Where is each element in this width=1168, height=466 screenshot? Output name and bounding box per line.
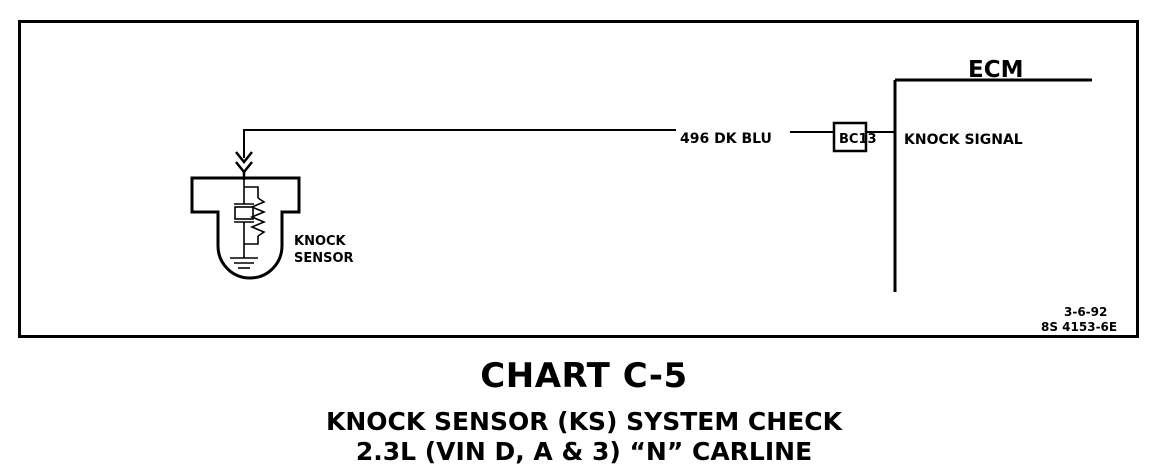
sensor-internal-circuit [234,180,267,258]
ecm-title: ECM [968,57,1023,83]
chart-subtitle-line2: 2.3L (VIN D, A & 3) “N” CARLINE [355,437,813,466]
pin-function-label: KNOCK SIGNAL [904,132,1023,148]
sensor-label-line1: KNOCK [294,234,347,249]
chart-subtitle-line1: KNOCK SENSOR (KS) SYSTEM CHECK [325,407,842,436]
chart-title: CHART C-5 [480,356,688,396]
connector-pin-box [832,121,868,153]
date-stamp: 3-6-92 [1064,305,1107,319]
ground-icon [230,257,258,269]
connector-pin-label: BC13 [839,132,877,147]
ecm-boundary [893,78,1092,292]
knock-sensor-icon [190,176,301,280]
sensor-label-line2: SENSOR [294,251,354,266]
drawing-number: 8S 4153-6E [1041,320,1117,334]
diagram-frame [18,20,1139,338]
signal-wire [243,129,895,158]
wire-label: 496 DK BLU [680,131,772,147]
